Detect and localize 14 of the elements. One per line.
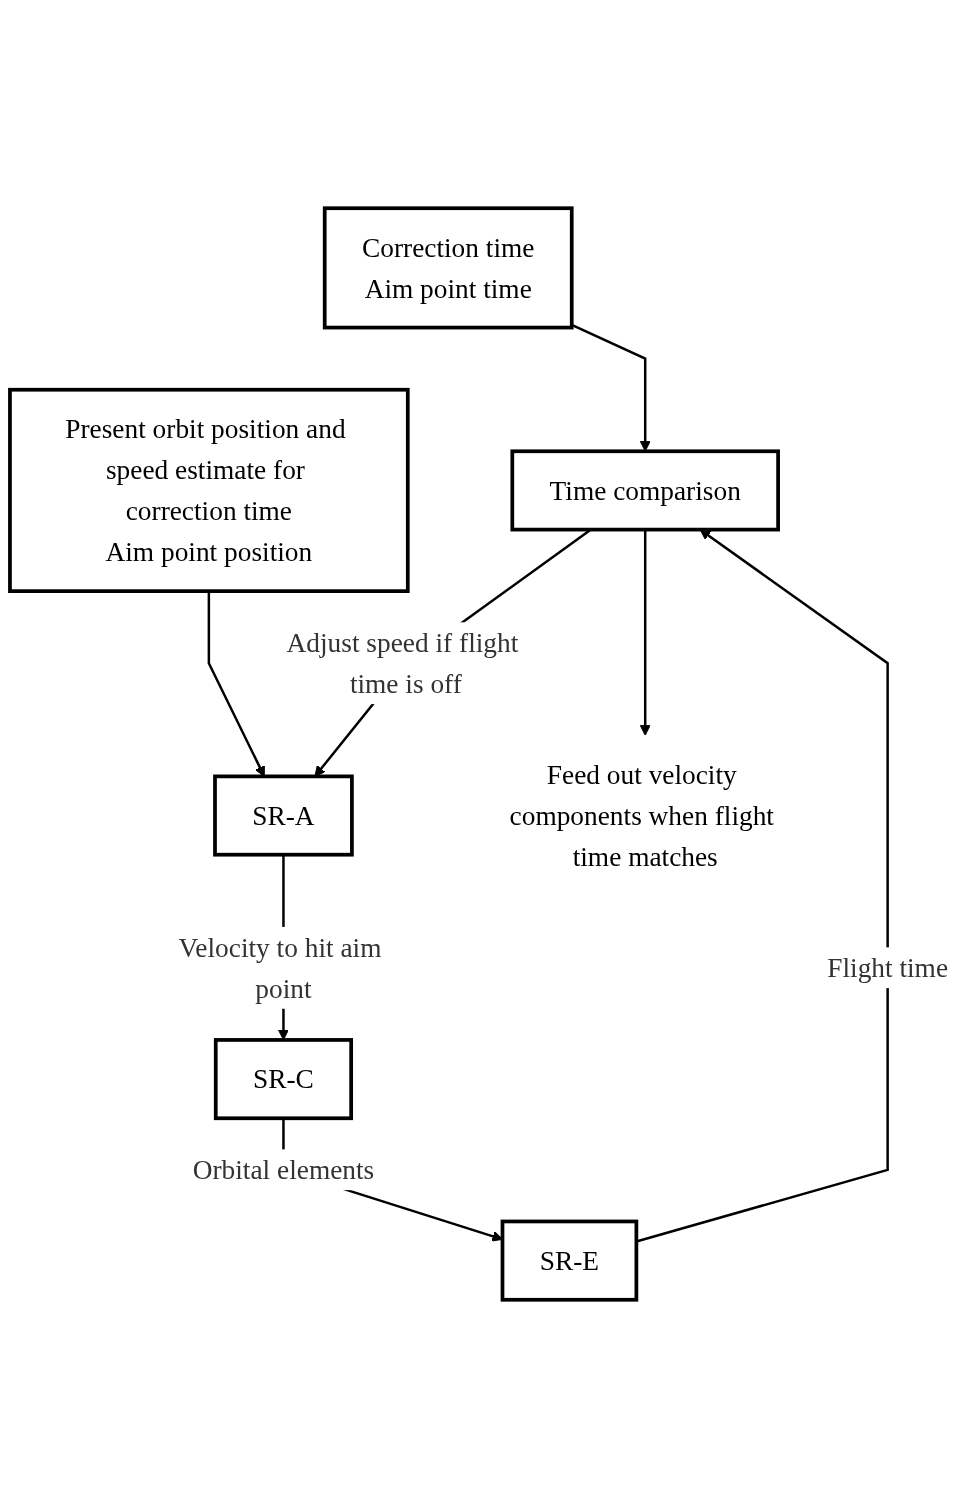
node-box: Time comparison bbox=[510, 449, 780, 532]
node-box: SR-A bbox=[213, 774, 354, 857]
node-box: SR-C bbox=[213, 1038, 354, 1121]
arrow bbox=[639, 529, 651, 736]
node-box: Correction time Aim point time bbox=[322, 206, 574, 330]
node-box: SR-E bbox=[500, 1219, 639, 1302]
edge-label: Adjust speed if flight time is off bbox=[286, 627, 519, 700]
edge-label: Velocity to hit aim point bbox=[178, 931, 382, 1004]
edge-label: Flight time bbox=[827, 952, 949, 984]
arrow bbox=[207, 591, 265, 777]
edge-label: Orbital elements bbox=[192, 1154, 375, 1186]
arrow bbox=[571, 323, 651, 452]
node-box: Present orbit position and speed estimate for correction time Aim point position bbox=[8, 387, 410, 593]
node-text: Feed out velocity components when flight time matches bbox=[509, 758, 774, 873]
